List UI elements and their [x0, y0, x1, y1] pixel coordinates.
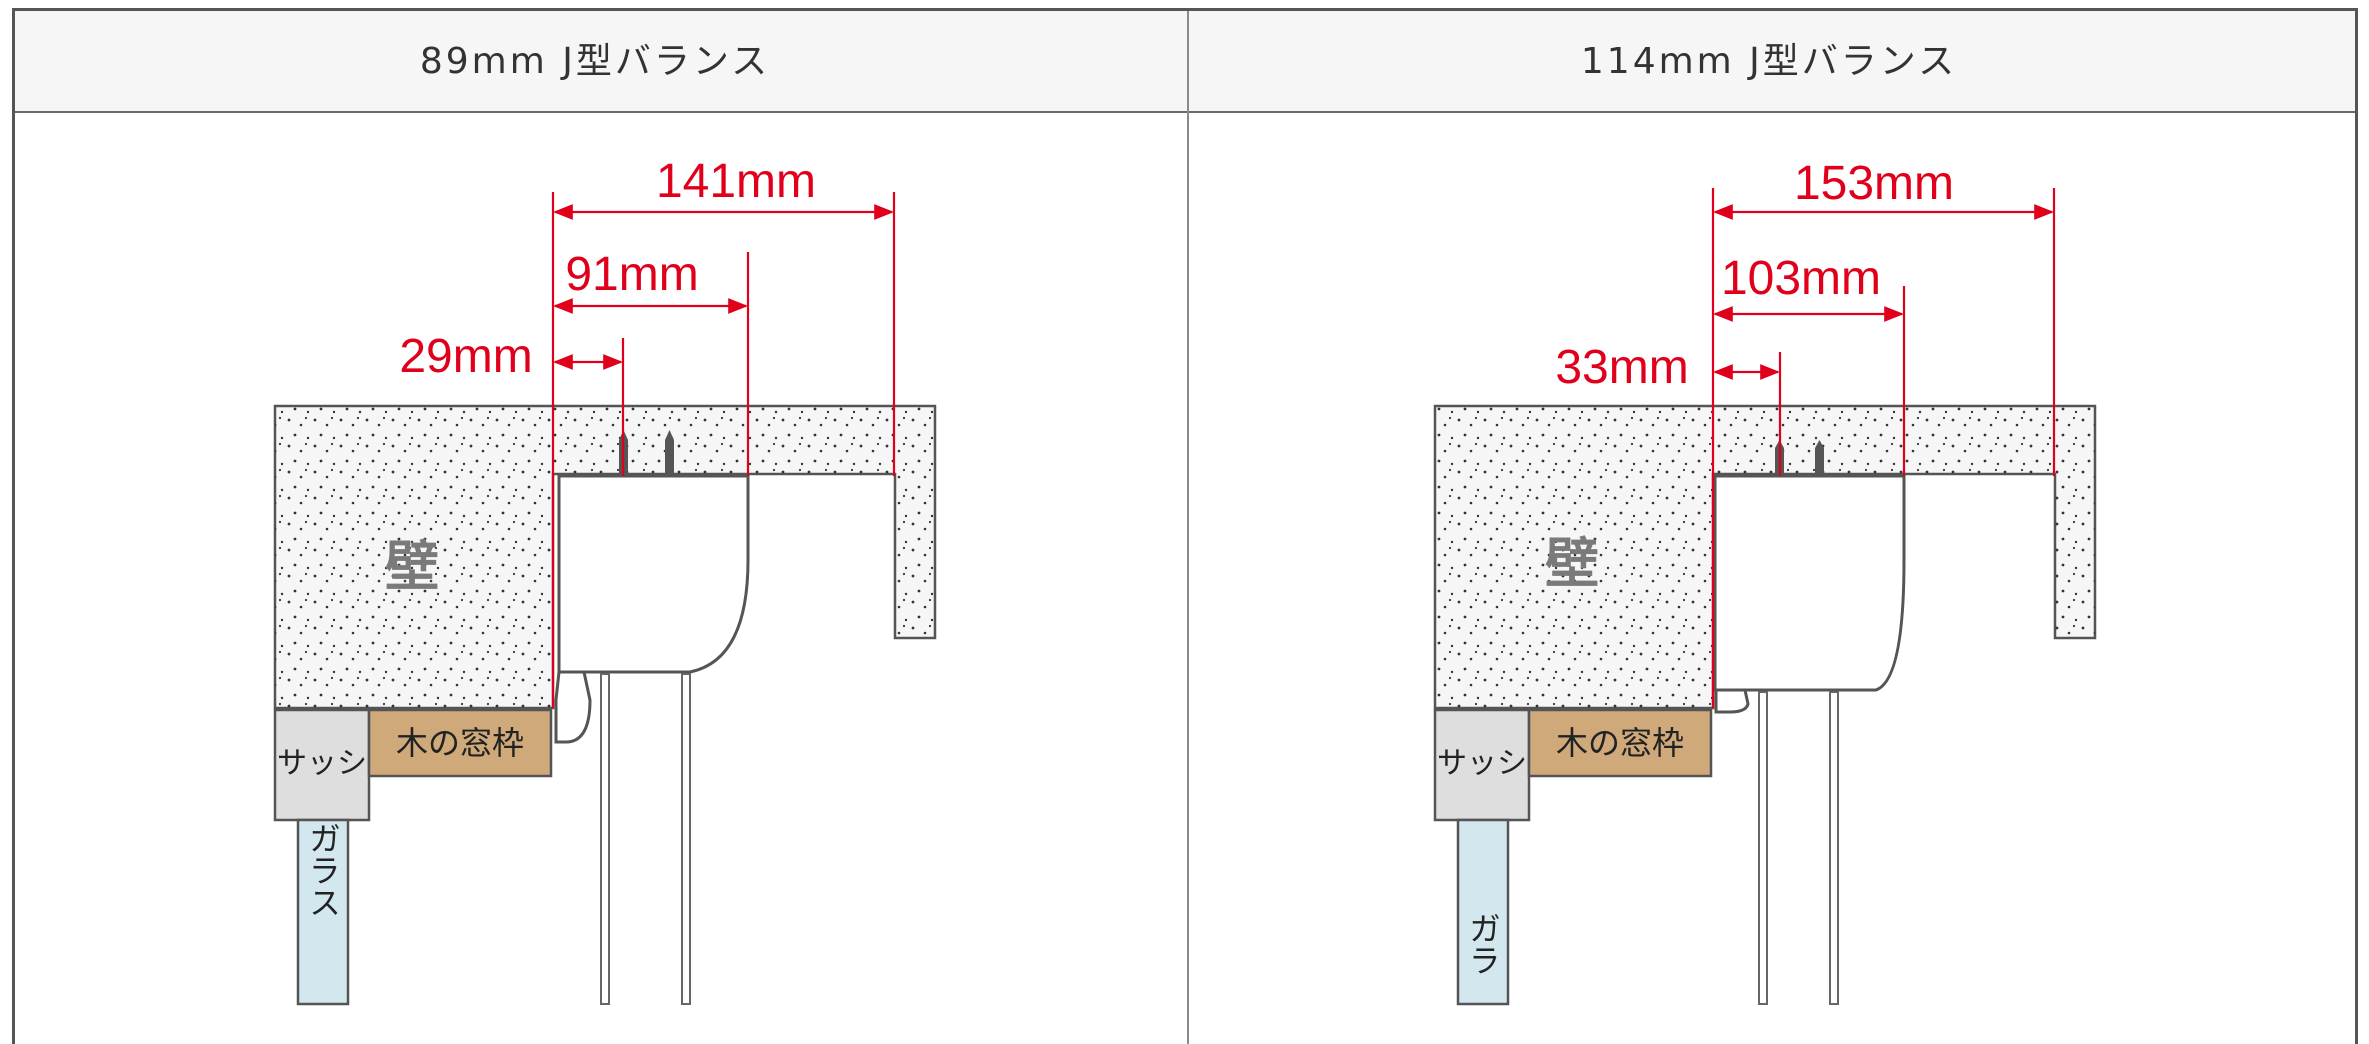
- glass-label: ガラス: [304, 822, 342, 918]
- dimension-middle: 103mm: [1721, 252, 1881, 305]
- cord: [600, 673, 610, 1005]
- valance-body: [1713, 474, 1906, 692]
- wooden-window-frame: [367, 708, 553, 778]
- wooden-frame-label: 木の窓枠: [1556, 724, 1684, 762]
- wooden-frame-label: 木の窓枠: [396, 724, 524, 762]
- diagram-89mm: 壁 サッシ 木の窓枠 ガラス 141mm 91: [273, 155, 937, 1006]
- wall-label: 壁: [385, 535, 439, 598]
- glass-pane: [296, 818, 350, 1006]
- wooden-window-frame: [1527, 708, 1713, 778]
- dimension-inner: 33mm: [1555, 341, 1688, 394]
- comparison-table: 89mm J型バランス 114mm J型バランス: [12, 8, 2358, 1044]
- glass-label: ガラ: [1464, 912, 1502, 976]
- column-title-89mm: 89mm J型バランス: [419, 41, 771, 82]
- screw: [1815, 448, 1824, 474]
- wall-label: 壁: [1545, 532, 1599, 595]
- valance-body: [557, 474, 750, 674]
- bracket-clip: [554, 670, 592, 744]
- column-title-114mm: 114mm J型バランス: [1580, 41, 1958, 82]
- column-divider: [1187, 11, 1189, 1044]
- bracket-clip: [1714, 688, 1750, 714]
- dimension-inner: 29mm: [399, 330, 532, 383]
- sash-label: サッシ: [1437, 746, 1527, 781]
- glass-pane: [1456, 818, 1510, 1006]
- diagram-114mm: 壁 サッシ 木の窓枠 ガラ 153mm 103mm 33mm: [1433, 157, 2097, 1006]
- table-header: 89mm J型バランス 114mm J型バランス: [15, 11, 2355, 113]
- dimension-middle: 91mm: [565, 248, 698, 301]
- dimension-outer: 153mm: [1794, 157, 1954, 210]
- cord: [1758, 691, 1768, 1005]
- screw: [665, 440, 674, 474]
- dimension-outer: 141mm: [656, 155, 816, 208]
- sash-label: サッシ: [277, 746, 367, 781]
- cord: [1829, 691, 1839, 1005]
- cord: [681, 673, 691, 1005]
